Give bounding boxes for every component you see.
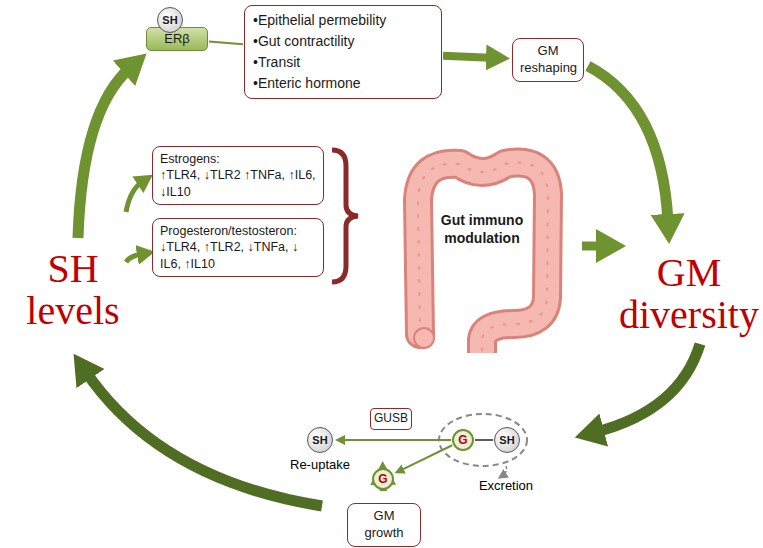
outcome-box: GM reshaping bbox=[512, 38, 584, 82]
hormone-arrow bbox=[126, 182, 142, 212]
node-text: Gut immuno modulation bbox=[432, 212, 532, 247]
cycle-arrow bbox=[86, 372, 322, 506]
glucuronide-circle: G bbox=[372, 468, 394, 490]
connector bbox=[475, 439, 493, 441]
node-text: ↓TLR4, ↑TLR2, ↓TNFa, ↓ IL6, ↑IL10 bbox=[160, 239, 316, 272]
stage-label: SH levels bbox=[8, 248, 138, 332]
node-text: GUSB bbox=[374, 411, 408, 427]
node-text: SH bbox=[162, 14, 177, 26]
node-text: SH bbox=[499, 434, 514, 446]
enzyme-box: GUSB bbox=[370, 408, 412, 430]
cycle-arrow bbox=[588, 66, 668, 222]
hormone-circle: SH bbox=[494, 427, 520, 453]
node-text: •Enteric hormone bbox=[253, 73, 433, 94]
gut-illustration: Gut immuno modulation bbox=[390, 138, 575, 353]
node-text: •Gut contractility bbox=[253, 31, 433, 52]
glucuronide-circle: G bbox=[452, 429, 474, 451]
process-label: Excretion bbox=[466, 478, 546, 493]
hormone-arrow bbox=[126, 254, 142, 262]
node-text: GM reshaping bbox=[520, 43, 576, 77]
node-text: ↑TLR4, ↓TLR2 ↑TNFa, ↑IL6, ↓IL10 bbox=[160, 167, 316, 200]
brace bbox=[332, 150, 358, 282]
connector bbox=[443, 56, 490, 58]
hormone-effect-box: Estrogens:↑TLR4, ↓TLR2 ↑TNFa, ↑IL6, ↓IL1… bbox=[152, 146, 324, 205]
cycle-arrow bbox=[596, 344, 700, 432]
gut-arrow bbox=[582, 242, 604, 251]
colon-wall bbox=[418, 163, 548, 351]
node-text: ERβ bbox=[164, 31, 190, 48]
node-text: G bbox=[378, 472, 387, 486]
process-label: Re-uptake bbox=[282, 457, 358, 472]
node-text: •Transit bbox=[253, 52, 433, 73]
cycle-arrow bbox=[78, 68, 130, 238]
node-text: GM growth bbox=[355, 508, 413, 542]
hormone-circle: SH bbox=[307, 427, 333, 453]
connector bbox=[396, 445, 452, 472]
node-text: •Epithelial permebility bbox=[253, 10, 433, 31]
colon-wall bbox=[418, 163, 548, 351]
caecum bbox=[414, 328, 434, 348]
connector bbox=[337, 439, 451, 441]
hormone-effect-box: Progesteron/testosteron:↓TLR4, ↑TLR2, ↓T… bbox=[152, 218, 324, 277]
conjugate-ellipse bbox=[439, 414, 527, 466]
box-heading: Estrogens: bbox=[160, 151, 316, 167]
node-text: G bbox=[458, 433, 467, 447]
connector bbox=[209, 42, 243, 45]
effect-box: •Epithelial permebility•Gut contractilit… bbox=[244, 5, 442, 99]
outcome-box: GM growth bbox=[347, 503, 421, 547]
colon-wall bbox=[418, 163, 548, 351]
stage-label: GM diversity bbox=[618, 252, 760, 336]
excretion-arrow bbox=[502, 466, 507, 476]
node-text: SH bbox=[312, 434, 327, 446]
hormone-circle: SH bbox=[157, 7, 183, 33]
box-heading: Progesteron/testosteron: bbox=[160, 223, 316, 239]
